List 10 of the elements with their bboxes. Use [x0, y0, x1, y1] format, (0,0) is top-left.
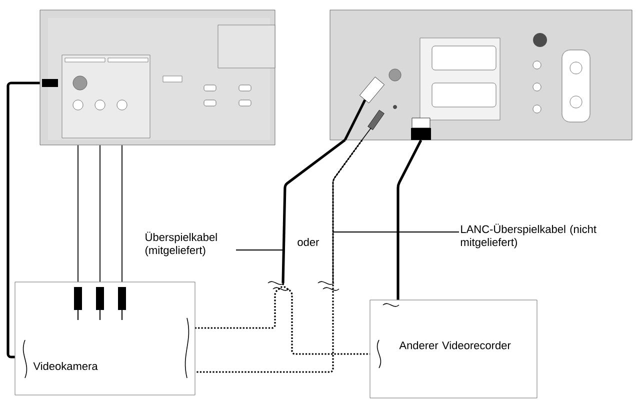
cable-label: oder — [298, 238, 320, 246]
cable — [396, 140, 422, 300]
cable-label: LANC-Überspielkabel (nicht mitgeliefert) — [460, 224, 596, 248]
device-box: Anderer Videorecorder — [370, 300, 538, 398]
vcr-front-drawing — [40, 10, 276, 146]
cable — [195, 140, 363, 373]
device-box: Videokamera — [14, 282, 196, 396]
cable — [6, 82, 40, 358]
vcr-rear-drawing — [330, 10, 632, 141]
cable-label: Überspielkabel (mitgeliefert) — [145, 232, 217, 256]
